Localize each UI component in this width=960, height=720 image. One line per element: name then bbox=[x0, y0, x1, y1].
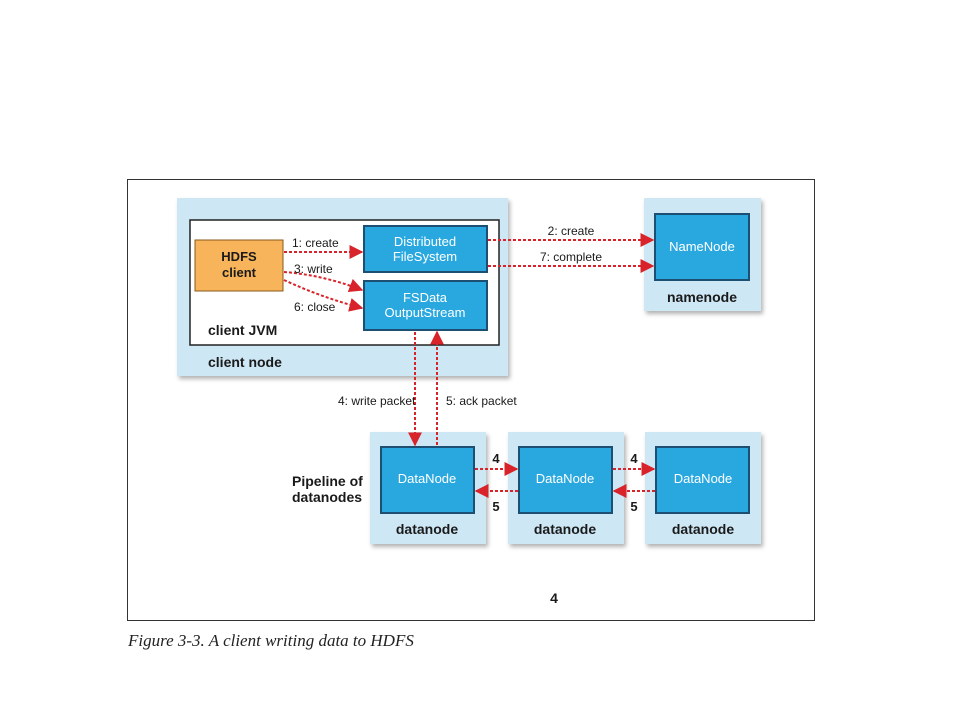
datanode-label: datanode bbox=[534, 521, 596, 537]
step-create-2: 2: create bbox=[548, 224, 595, 238]
datanode-inner-label: DataNode bbox=[398, 471, 457, 486]
fsdata-outputstream-label-1: FSData bbox=[403, 290, 448, 305]
distributed-filesystem: Distributed FileSystem bbox=[363, 225, 488, 273]
hdfs-write-diagram: client node client JVM HDFS client Distr… bbox=[177, 198, 761, 606]
client-jvm-label: client JVM bbox=[208, 322, 277, 338]
datanode-box bbox=[655, 446, 750, 514]
distributed-filesystem-label-2: FileSystem bbox=[393, 249, 457, 264]
datanode-node: DataNode datanode bbox=[370, 432, 486, 544]
arrow-close-6 bbox=[283, 279, 364, 312]
fsdata-outputstream: FSData OutputStream bbox=[363, 280, 488, 331]
namenode-box bbox=[654, 213, 750, 281]
datanode-node: DataNode datanode bbox=[508, 432, 624, 544]
datanode-inner-label: DataNode bbox=[536, 471, 595, 486]
figure-caption: Figure 3-3. A client writing data to HDF… bbox=[128, 631, 414, 650]
arrows bbox=[283, 233, 656, 498]
datanode-label: datanode bbox=[396, 521, 458, 537]
distributed-filesystem-label-1: Distributed bbox=[394, 234, 456, 249]
pipeline-label-1: Pipeline of bbox=[292, 473, 363, 489]
distributed-filesystem-box bbox=[363, 225, 488, 273]
hdfs-client: HDFS client bbox=[194, 239, 284, 292]
pipeline-label-2: datanodes bbox=[292, 489, 362, 505]
namenode-label: namenode bbox=[667, 289, 737, 305]
step-write-packet-4: 4: write packet bbox=[338, 394, 416, 408]
datanode-box bbox=[380, 446, 475, 514]
arrow-write-3 bbox=[283, 271, 364, 293]
namenode-node: NameNode namenode bbox=[644, 198, 761, 311]
step-pipeline-5a: 5 bbox=[492, 499, 499, 514]
step-pipeline-4b: 4 bbox=[630, 451, 638, 466]
step-pipeline-5b: 5 bbox=[630, 499, 637, 514]
fsdata-outputstream-label-2: OutputStream bbox=[385, 305, 466, 320]
fsdata-outputstream-box bbox=[363, 280, 488, 331]
step-close-6: 6: close bbox=[294, 300, 336, 314]
step-ack-packet-5: 5: ack packet bbox=[446, 394, 517, 408]
page-number: 4 bbox=[550, 590, 558, 606]
namenode-inner-label: NameNode bbox=[669, 239, 735, 254]
figure-frame: client node client JVM HDFS client Distr… bbox=[127, 179, 815, 621]
hdfs-client-label-2: client bbox=[222, 265, 257, 280]
datanode-box bbox=[518, 446, 613, 514]
client-node-label: client node bbox=[208, 354, 282, 370]
hdfs-client-box bbox=[194, 239, 284, 292]
hdfs-client-label-1: HDFS bbox=[221, 249, 257, 264]
datanode-label: datanode bbox=[672, 521, 734, 537]
step-pipeline-4a: 4 bbox=[492, 451, 500, 466]
datanode-node: DataNode datanode bbox=[645, 432, 761, 544]
step-create-1: 1: create bbox=[292, 236, 339, 250]
step-complete-7: 7: complete bbox=[540, 250, 602, 264]
datanode-inner-label: DataNode bbox=[674, 471, 733, 486]
step-write-3: 3: write bbox=[294, 262, 333, 276]
